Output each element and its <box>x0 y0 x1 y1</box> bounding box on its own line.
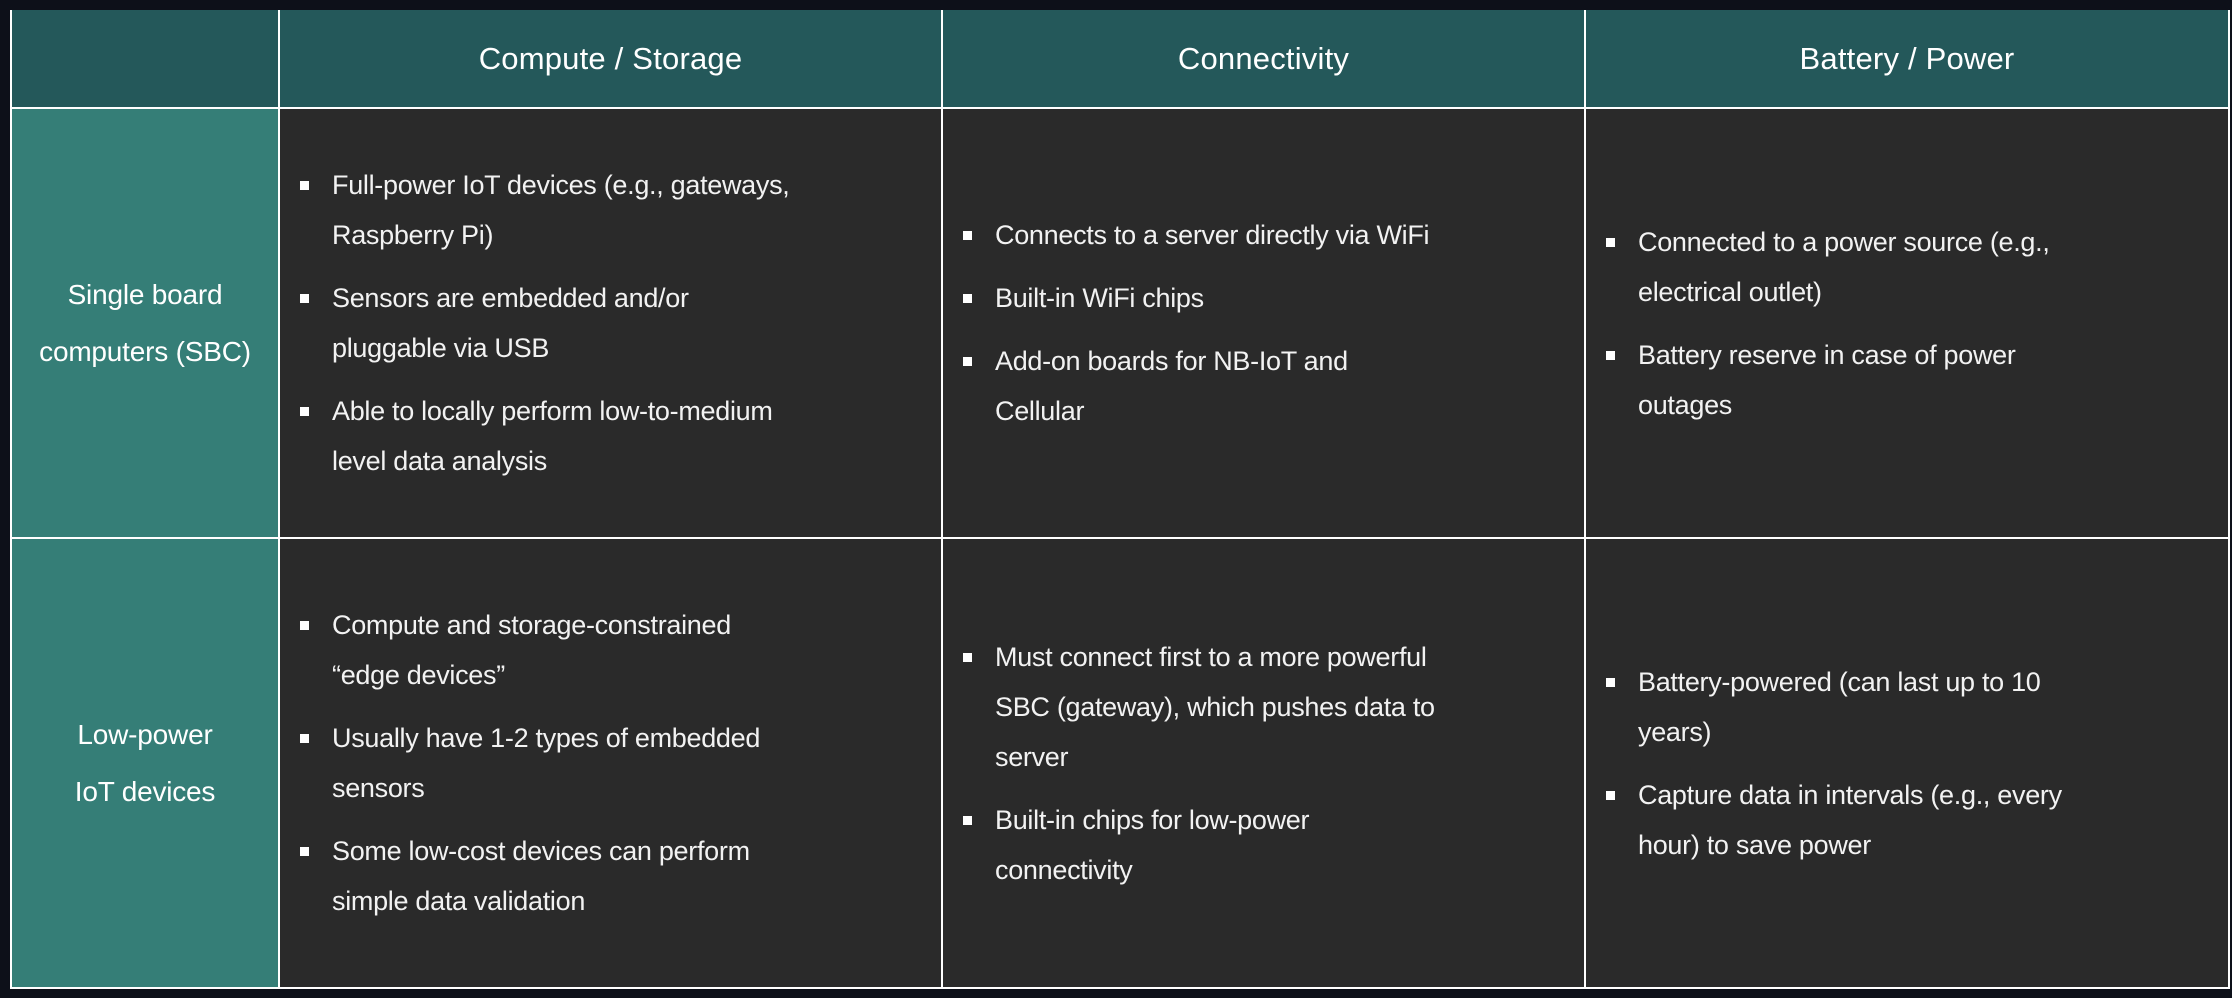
bullet-square-icon <box>963 231 972 240</box>
item-text: Must connect first to a more powerful SB… <box>995 641 1435 772</box>
item-text: Compute and storage-constrained “edge de… <box>332 610 731 690</box>
bullet-square-icon <box>300 407 309 416</box>
bullet-list: Compute and storage-constrained “edge de… <box>300 587 917 939</box>
item-text: Built-in WiFi chips <box>995 283 1204 313</box>
item-text: Sensors are embedded and/or pluggable vi… <box>332 283 689 363</box>
list-item: Connected to a power source (e.g., elect… <box>1606 217 2204 317</box>
list-item: Full-power IoT devices (e.g., gateways, … <box>300 160 917 260</box>
list-item: Some low-cost devices can perform simple… <box>300 826 917 926</box>
bullet-list: Battery-powered (can last up to 10 years… <box>1606 644 2204 883</box>
item-text: Built-in chips for low-power connectivit… <box>995 804 1310 885</box>
item-text: Connects to a server directly via WiFi <box>995 220 1430 250</box>
table-corner-cell <box>12 10 278 107</box>
bullet-square-icon <box>300 181 309 190</box>
column-header-label: Battery / Power <box>1799 40 2015 76</box>
column-header-label: Connectivity <box>1177 40 1350 76</box>
item-text: Battery reserve in case of power outages <box>1638 339 2016 420</box>
cell-sbc-compute-storage: Full-power IoT devices (e.g., gateways, … <box>280 109 941 537</box>
row-header-label: Single board computers (SBC) <box>39 278 251 367</box>
bullet-square-icon <box>1606 677 1615 687</box>
list-item: Sensors are embedded and/or pluggable vi… <box>300 273 917 373</box>
list-item: Compute and storage-constrained “edge de… <box>300 600 917 700</box>
bullet-square-icon <box>963 357 972 366</box>
bullet-list: Full-power IoT devices (e.g., gateways, … <box>300 147 917 499</box>
cell-lowpower-compute-storage: Compute and storage-constrained “edge de… <box>280 539 941 987</box>
bullet-list: Connects to a server directly via WiFi B… <box>963 197 1560 449</box>
bullet-list: Must connect first to a more powerful SB… <box>963 619 1560 908</box>
bullet-list: Connected to a power source (e.g., elect… <box>1606 204 2204 443</box>
row-header-label: Low-power IoT devices <box>74 718 216 807</box>
list-item: Connects to a server directly via WiFi <box>963 210 1560 260</box>
bullet-square-icon <box>963 652 972 662</box>
item-text: Capture data in intervals (e.g., every h… <box>1638 779 2062 860</box>
row-header-sbc: Single board computers (SBC) <box>12 109 278 537</box>
bullet-square-icon <box>963 815 972 825</box>
cell-lowpower-battery-power: Battery-powered (can last up to 10 years… <box>1586 539 2228 987</box>
list-item: Built-in chips for low-power connectivit… <box>963 795 1560 895</box>
bullet-square-icon <box>1606 237 1615 247</box>
column-header-connectivity: Connectivity <box>943 10 1584 107</box>
comparison-table: Compute / Storage Connectivity Battery /… <box>10 10 2230 989</box>
item-text: Full-power IoT devices (e.g., gateways, … <box>332 170 790 250</box>
bullet-square-icon <box>300 621 309 630</box>
list-item: Battery-powered (can last up to 10 years… <box>1606 657 2204 757</box>
list-item: Battery reserve in case of power outages <box>1606 330 2204 430</box>
cell-lowpower-connectivity: Must connect first to a more powerful SB… <box>943 539 1584 987</box>
bullet-square-icon <box>1606 790 1615 800</box>
bullet-square-icon <box>963 294 972 303</box>
bullet-square-icon <box>300 294 309 303</box>
bullet-square-icon <box>300 734 309 743</box>
row-header-low-power: Low-power IoT devices <box>12 539 278 987</box>
cell-sbc-battery-power: Connected to a power source (e.g., elect… <box>1586 109 2228 537</box>
item-text: Battery-powered (can last up to 10 years… <box>1638 666 2041 747</box>
column-header-compute-storage: Compute / Storage <box>280 10 941 107</box>
list-item: Usually have 1-2 types of embedded senso… <box>300 713 917 813</box>
bullet-square-icon <box>1606 350 1615 360</box>
item-text: Some low-cost devices can perform simple… <box>332 836 750 916</box>
list-item: Capture data in intervals (e.g., every h… <box>1606 770 2204 870</box>
list-item: Built-in WiFi chips <box>963 273 1560 323</box>
column-header-battery-power: Battery / Power <box>1586 10 2228 107</box>
list-item: Must connect first to a more powerful SB… <box>963 632 1560 782</box>
list-item: Able to locally perform low-to-medium le… <box>300 386 917 486</box>
item-text: Connected to a power source (e.g., elect… <box>1638 226 2050 307</box>
item-text: Add-on boards for NB-IoT and Cellular <box>995 346 1348 426</box>
item-text: Able to locally perform low-to-medium le… <box>332 396 773 476</box>
cell-sbc-connectivity: Connects to a server directly via WiFi B… <box>943 109 1584 537</box>
bullet-square-icon <box>300 847 309 856</box>
column-header-label: Compute / Storage <box>478 40 743 76</box>
list-item: Add-on boards for NB-IoT and Cellular <box>963 336 1560 436</box>
item-text: Usually have 1-2 types of embedded senso… <box>332 723 761 803</box>
